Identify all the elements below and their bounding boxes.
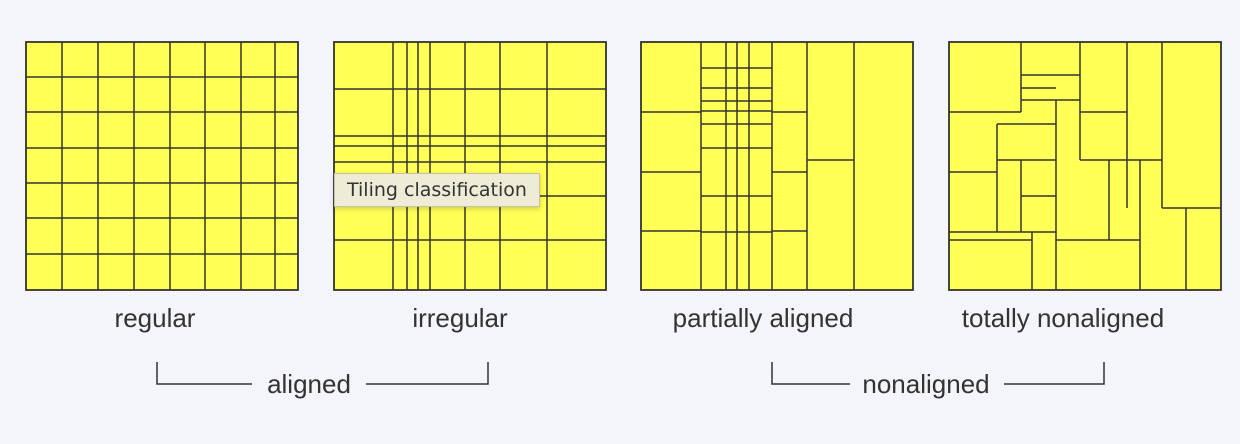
panel-outline <box>948 41 1222 291</box>
label-irregular: irregular <box>412 303 508 333</box>
panel-outline <box>640 41 914 291</box>
bracket-aligned <box>156 362 489 385</box>
irregular-tiling-panel <box>333 41 607 291</box>
panel-outline <box>25 41 299 291</box>
regular-tiling-panel <box>25 41 299 291</box>
panel-outline <box>333 41 607 291</box>
partially-aligned-tiling-panel <box>640 41 914 291</box>
totally-nonaligned-tiling-panel <box>948 41 1222 291</box>
group-label-aligned: aligned <box>267 369 351 399</box>
label-regular: regular <box>115 303 196 333</box>
label-partially-aligned: partially aligned <box>673 303 854 333</box>
tooltip: Tiling classification <box>334 173 540 207</box>
label-totally-nonaligned: totally nonaligned <box>962 303 1164 333</box>
group-label-nonaligned: nonaligned <box>862 369 989 399</box>
bracket-nonaligned <box>771 362 1105 385</box>
